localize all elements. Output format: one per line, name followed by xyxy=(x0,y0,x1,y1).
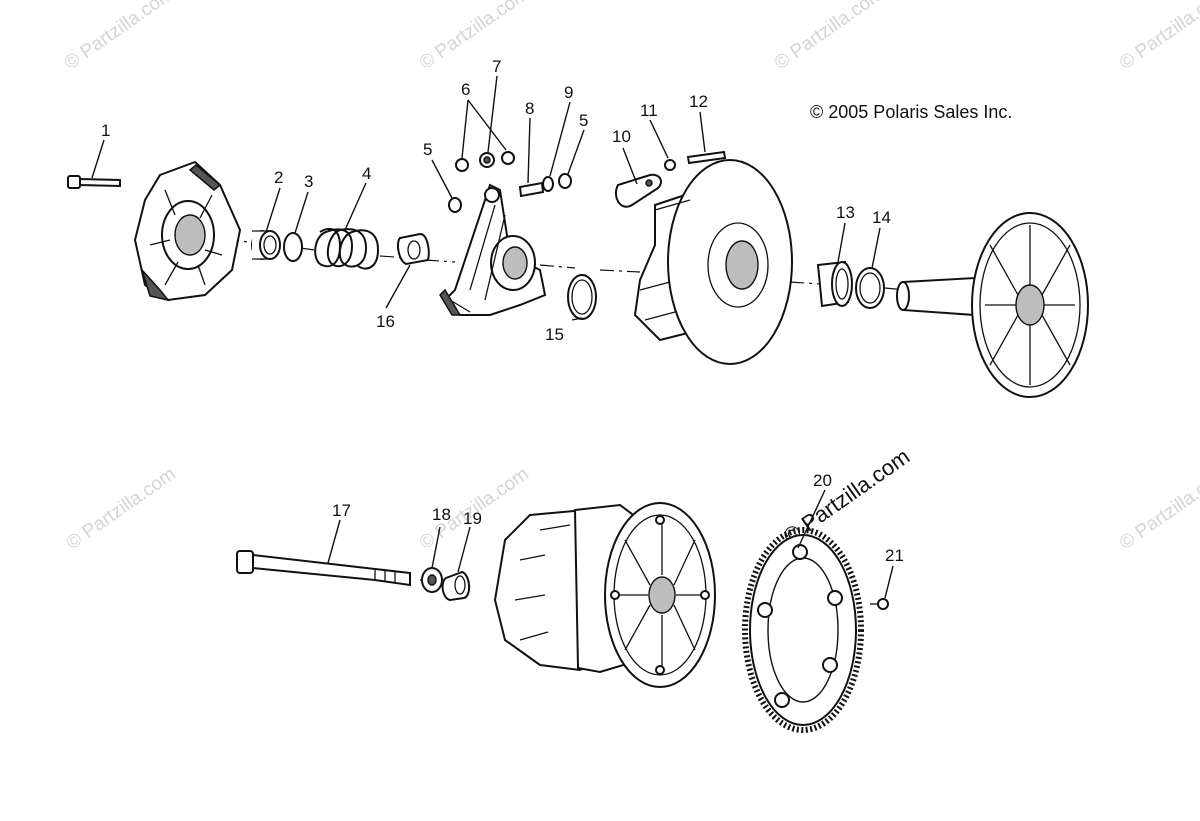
spider xyxy=(439,183,547,316)
part-20-ring-gear xyxy=(742,527,864,733)
callout-6: 6 xyxy=(461,80,470,99)
callout-20: 20 xyxy=(813,471,832,490)
part-5-left xyxy=(448,197,462,213)
callout-12: 12 xyxy=(689,92,708,111)
part-9-washer xyxy=(542,176,554,192)
watermark-4: © Partzilla.com xyxy=(1116,0,1200,74)
leader-lines xyxy=(91,75,894,599)
callout-18: 18 xyxy=(432,505,451,524)
spider-cover xyxy=(133,160,242,302)
callout-14: 14 xyxy=(872,208,891,227)
part-18-washer xyxy=(421,567,443,593)
callout-2: 2 xyxy=(274,168,283,187)
callout-21: 21 xyxy=(885,546,904,565)
part-3-ring xyxy=(283,232,303,262)
part-16-bushing xyxy=(397,232,430,266)
callout-numbers: 1 2 3 4 5 6 7 8 9 5 10 11 12 13 14 15 16… xyxy=(101,57,904,565)
part-6-right xyxy=(501,151,515,165)
clutch-assembly xyxy=(493,502,716,688)
callout-1: 1 xyxy=(101,121,110,140)
callout-4: 4 xyxy=(362,164,371,183)
watermark-3: © Partzilla.com xyxy=(771,0,888,74)
part-10-weight xyxy=(614,173,662,208)
part-13-bushing xyxy=(816,260,853,308)
callout-8: 8 xyxy=(525,99,534,118)
part-12-pin xyxy=(686,150,727,165)
part-6-left xyxy=(455,158,469,172)
callout-5-left: 5 xyxy=(423,140,432,159)
part-11-nut xyxy=(664,159,676,171)
callout-16: 16 xyxy=(376,312,395,331)
copyright-text: © 2005 Polaris Sales Inc. xyxy=(810,102,1012,122)
callout-15: 15 xyxy=(545,325,564,344)
watermark-2: © Partzilla.com xyxy=(416,0,533,74)
callout-10: 10 xyxy=(612,127,631,146)
callout-13: 13 xyxy=(836,203,855,222)
part-21-screw xyxy=(870,598,889,610)
watermark-7: © Partzilla.com xyxy=(1116,463,1200,554)
part-8-pin xyxy=(518,181,545,198)
part-4-spring xyxy=(314,228,380,270)
part-2-bushing xyxy=(251,230,281,260)
part-1-bolt xyxy=(67,175,121,189)
callout-11: 11 xyxy=(640,101,658,120)
part-19-bushing xyxy=(441,570,470,602)
callout-17: 17 xyxy=(332,501,351,520)
callout-3: 3 xyxy=(304,172,313,191)
weight-and-pins xyxy=(614,150,727,208)
watermark-1: © Partzilla.com xyxy=(61,0,178,74)
callout-7: 7 xyxy=(492,57,501,76)
axis-line-upper xyxy=(224,239,906,291)
watermark-5: © Partzilla.com xyxy=(63,463,180,554)
callout-5-right: 5 xyxy=(579,111,588,130)
moveable-sheave xyxy=(633,159,793,365)
part-17-bolt xyxy=(236,550,411,587)
part-5-right xyxy=(558,173,572,189)
callout-9: 9 xyxy=(564,83,573,102)
callout-19: 19 xyxy=(463,509,482,528)
small-hardware-upper xyxy=(448,151,572,213)
fixed-sheave xyxy=(896,212,1089,398)
